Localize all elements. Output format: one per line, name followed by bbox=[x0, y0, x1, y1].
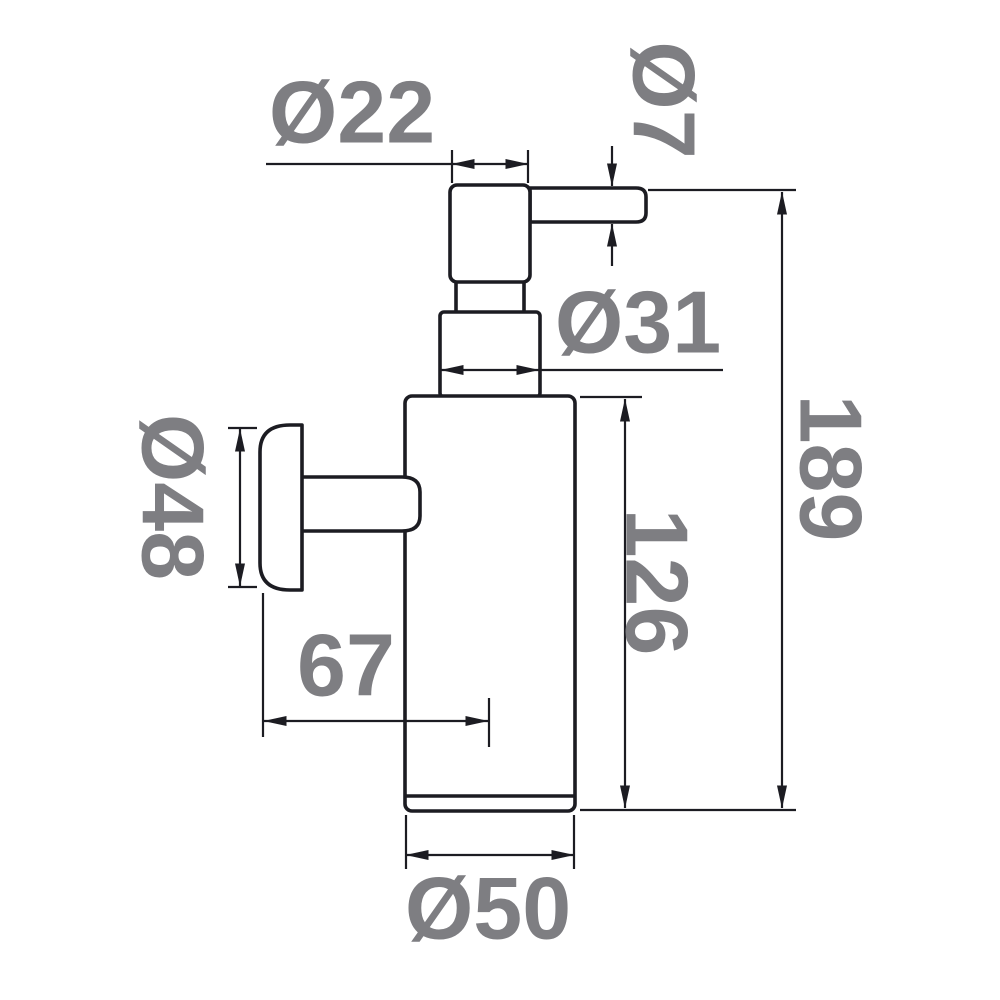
label-pump-head-diameter: Ø22 bbox=[269, 63, 435, 162]
pump-head bbox=[448, 183, 532, 284]
neck-collar bbox=[438, 310, 542, 399]
dimension-labels: Ø22 Ø7 Ø31 189 Ø48 126 67 Ø50 bbox=[124, 41, 881, 957]
label-neck-diameter: Ø31 bbox=[555, 273, 721, 372]
label-body-diameter: Ø50 bbox=[405, 859, 571, 958]
pump-stem bbox=[454, 278, 526, 316]
label-wall-plate-diameter: Ø48 bbox=[124, 414, 223, 580]
bottle-body bbox=[403, 394, 577, 813]
wall-plate bbox=[258, 423, 304, 592]
label-spout-diameter: Ø7 bbox=[615, 41, 714, 158]
dimension-lines bbox=[228, 146, 796, 869]
label-overall-height: 189 bbox=[782, 395, 881, 542]
wall-arm bbox=[298, 475, 422, 533]
label-body-height: 126 bbox=[608, 509, 707, 656]
dispenser-outline bbox=[258, 183, 648, 813]
label-wall-to-center: 67 bbox=[297, 616, 395, 715]
pump-spout bbox=[528, 186, 648, 224]
